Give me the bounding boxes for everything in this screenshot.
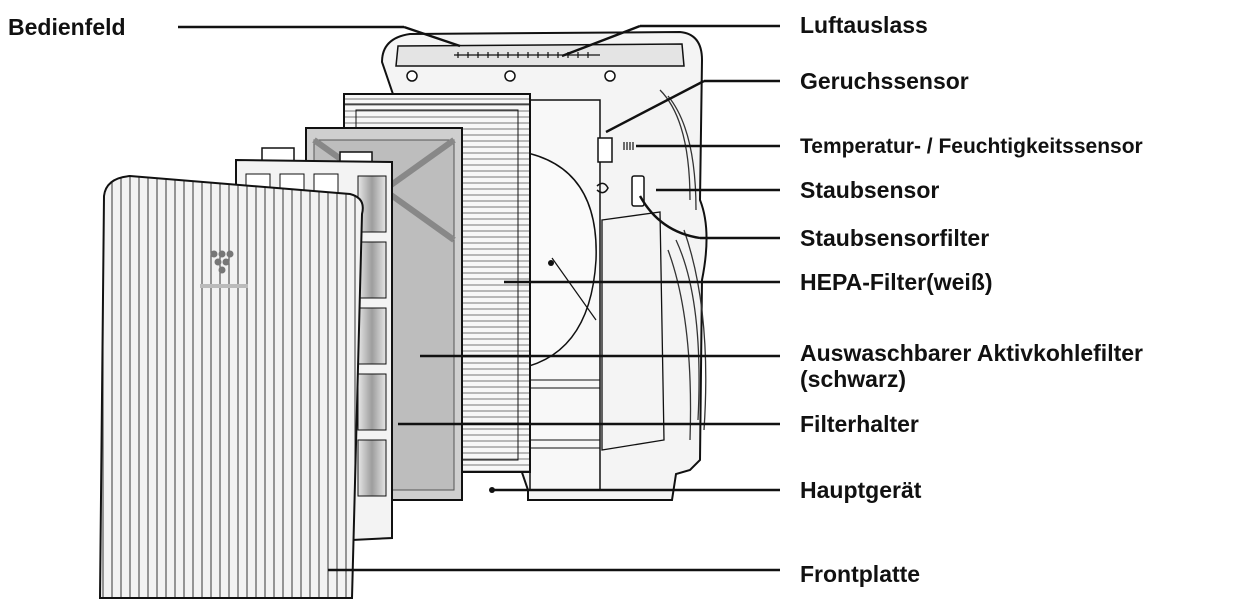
label-air-outlet: Luftauslass (800, 12, 928, 38)
label-front-panel: Frontplatte (800, 561, 921, 587)
label-odor-sensor: Geruchssensor (800, 68, 969, 94)
label-hepa-filter: HEPA-Filter(weiß) (800, 269, 993, 295)
label-main-unit: Hauptgerät (800, 477, 922, 503)
label-dust-sensor-filter: Staubsensorfilter (800, 225, 990, 251)
front-panel-shape (98, 174, 364, 599)
label-control-panel: Bedienfeld (8, 14, 126, 40)
label-carbon-filter: Auswaschbarer Aktivkohlefilter (800, 340, 1143, 366)
label-dust-sensor: Staubsensor (800, 177, 940, 203)
label-carbon-filter-color: (schwarz) (800, 366, 907, 392)
label-temp-humidity-sensor: Temperatur- / Feuchtigkeitssensor (800, 135, 1143, 158)
leader-lines (178, 24, 780, 572)
label-filter-holder: Filterhalter (800, 411, 919, 437)
